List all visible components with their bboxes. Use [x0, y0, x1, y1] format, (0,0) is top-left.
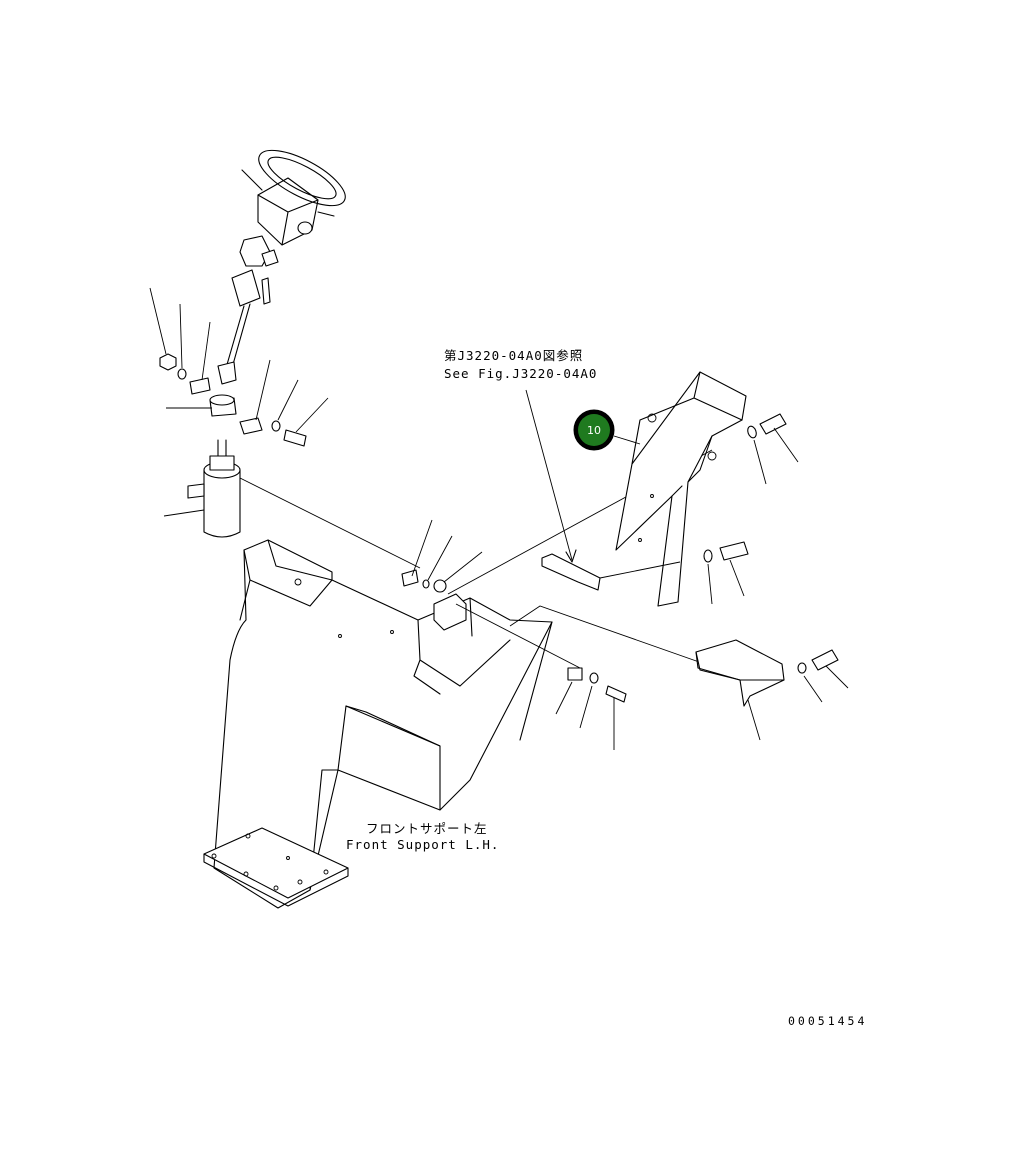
bracket — [695, 639, 849, 741]
reference-leader — [525, 389, 577, 563]
document-number: 00051454 — [788, 1014, 867, 1028]
cover-plate — [541, 371, 747, 607]
front-support-frame — [203, 539, 553, 909]
reference-label-jp: 第J3220-04A0図参照 — [444, 348, 583, 363]
callout-badge[interactable]: 10 — [573, 409, 641, 451]
support-label-jp: フロントサポート左 — [366, 821, 488, 836]
left-leader-lines — [149, 287, 329, 517]
reference-label-en: See Fig.J3220-04A0 — [444, 366, 597, 381]
right-bolts-washers — [555, 413, 799, 750]
left-small-parts — [159, 353, 307, 447]
steering-valve-cylinder — [187, 439, 421, 569]
callout-number: 10 — [587, 424, 601, 437]
support-label-en: Front Support L.H. — [346, 837, 499, 852]
callout-badge-fill — [578, 414, 610, 446]
steering-wheel-column — [217, 149, 346, 385]
